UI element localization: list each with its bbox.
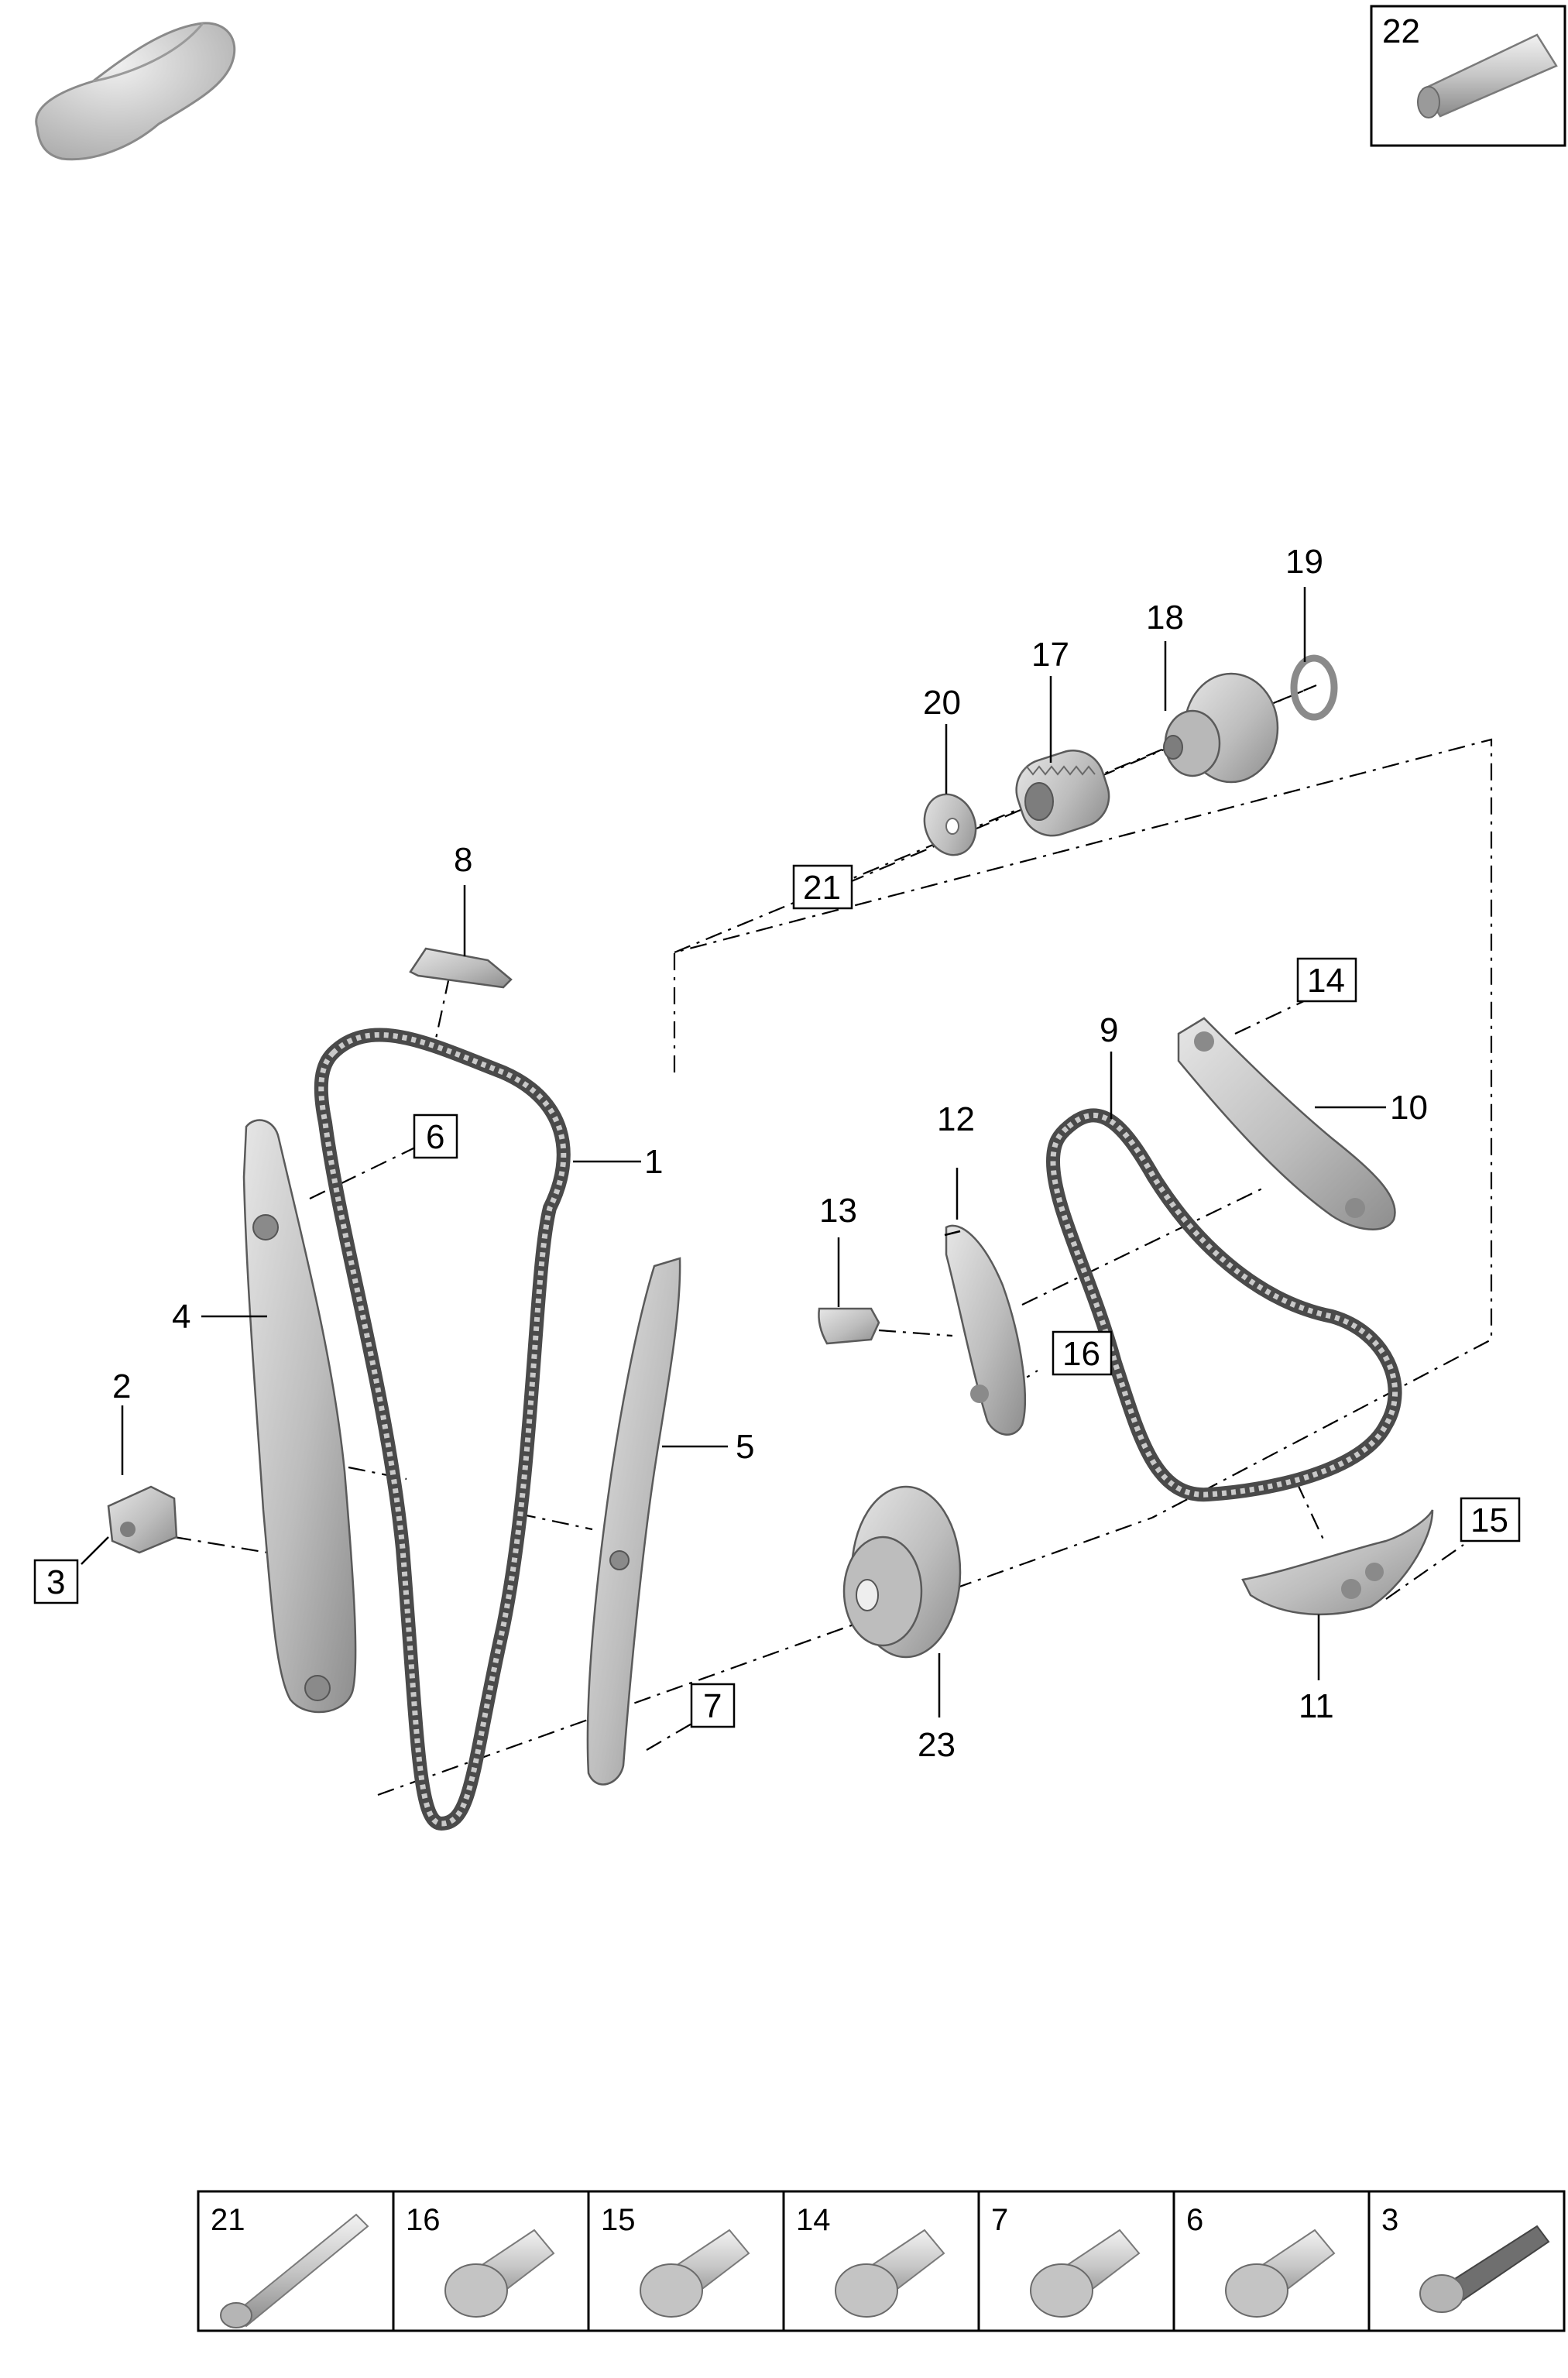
callout-23: 23 (918, 1726, 956, 1764)
callout-1: 1 (644, 1143, 663, 1181)
bolt-icon (1419, 2225, 1550, 2313)
callout-8: 8 (454, 841, 472, 879)
callouts: 1 2 4 5 8 9 10 11 12 13 17 18 19 20 23 (112, 543, 1428, 1764)
part-19-seal-ring (1290, 654, 1338, 721)
boxed-callouts: 3 6 7 14 15 16 21 (33, 864, 1521, 1728)
screw-cell-3: 3 (1381, 2203, 1550, 2313)
bolt-icon (1225, 2229, 1336, 2318)
svg-text:21: 21 (211, 2203, 245, 2237)
callout-10: 10 (1390, 1089, 1428, 1127)
bolt-icon (220, 2213, 369, 2328)
part-4-tensioner-rail (242, 1119, 357, 1714)
callout-13: 13 (819, 1192, 857, 1230)
part-12-tensioner-rail (945, 1224, 1027, 1436)
svg-text:7: 7 (991, 2203, 1008, 2237)
svg-text:3: 3 (1381, 2203, 1398, 2237)
svg-text:7: 7 (703, 1687, 722, 1725)
screw-cell-7: 7 (991, 2203, 1141, 2318)
svg-text:3: 3 (46, 1563, 65, 1601)
part-9-timing-chain (1045, 1108, 1402, 1502)
screw-cell-15: 15 (601, 2203, 750, 2318)
boxed-callout-3: 3 (33, 1559, 79, 1604)
callout-12: 12 (937, 1100, 975, 1138)
part-11-guide-rail (1241, 1509, 1434, 1616)
boxed-callout-14: 14 (1296, 957, 1357, 1003)
sealant-tube-icon (1417, 33, 1558, 118)
callout-4: 4 (172, 1298, 190, 1336)
part-2-chain-tensioner (107, 1485, 178, 1554)
callout-11: 11 (1299, 1687, 1334, 1725)
svg-text:14: 14 (796, 2203, 831, 2237)
svg-text:14: 14 (1307, 962, 1345, 1000)
svg-text:16: 16 (406, 2203, 441, 2237)
part-10-guide-rail (1177, 1017, 1396, 1230)
boxed-callout-15: 15 (1460, 1497, 1521, 1542)
leader-lines (81, 587, 1386, 1717)
part-13-tensioner (818, 1307, 880, 1345)
part-5-guide-rail (586, 1257, 681, 1786)
svg-text:16: 16 (1062, 1335, 1100, 1373)
svg-text:6: 6 (1186, 2203, 1203, 2237)
boxed-callout-7: 7 (690, 1683, 736, 1728)
screw-cell-21: 21 (211, 2203, 369, 2328)
bolt-icon (640, 2229, 750, 2318)
bolt-icon (1030, 2229, 1141, 2318)
callout-19: 19 (1285, 543, 1323, 581)
callout-9: 9 (1100, 1011, 1118, 1049)
assembly-lines (173, 684, 1493, 1796)
part-17-sprocket (1015, 750, 1110, 837)
callout-18: 18 (1146, 599, 1184, 637)
svg-text:21: 21 (803, 869, 841, 907)
bolt-icon (444, 2229, 555, 2318)
part-20-washer (923, 793, 977, 856)
part-8-guide (409, 947, 513, 989)
svg-text:15: 15 (1470, 1501, 1508, 1539)
callout-2: 2 (112, 1367, 131, 1405)
part-23-gear (842, 1485, 962, 1659)
screw-cell-14: 14 (796, 2203, 945, 2318)
callout-17: 17 (1031, 636, 1069, 674)
boxed-callout-6: 6 (413, 1114, 458, 1159)
boxed-callout-21: 21 (792, 864, 853, 910)
screw-cell-16: 16 (406, 2203, 555, 2318)
boxed-callout-16: 16 (1052, 1330, 1113, 1376)
car-silhouette-icon (35, 22, 236, 161)
callout-5: 5 (736, 1428, 754, 1466)
part-1-timing-chain (314, 1028, 571, 1831)
screw-cell-6: 6 (1186, 2203, 1336, 2318)
svg-text:15: 15 (601, 2203, 636, 2237)
bolt-icon (835, 2229, 945, 2318)
svg-text:6: 6 (426, 1118, 444, 1156)
callout-20: 20 (923, 684, 961, 722)
screw-strip: 21 16 15 14 (197, 2190, 1566, 2332)
part-18-gear (1163, 672, 1279, 784)
sealant-box-label: 22 (1382, 12, 1420, 50)
sealant-box: 22 (1370, 5, 1566, 147)
